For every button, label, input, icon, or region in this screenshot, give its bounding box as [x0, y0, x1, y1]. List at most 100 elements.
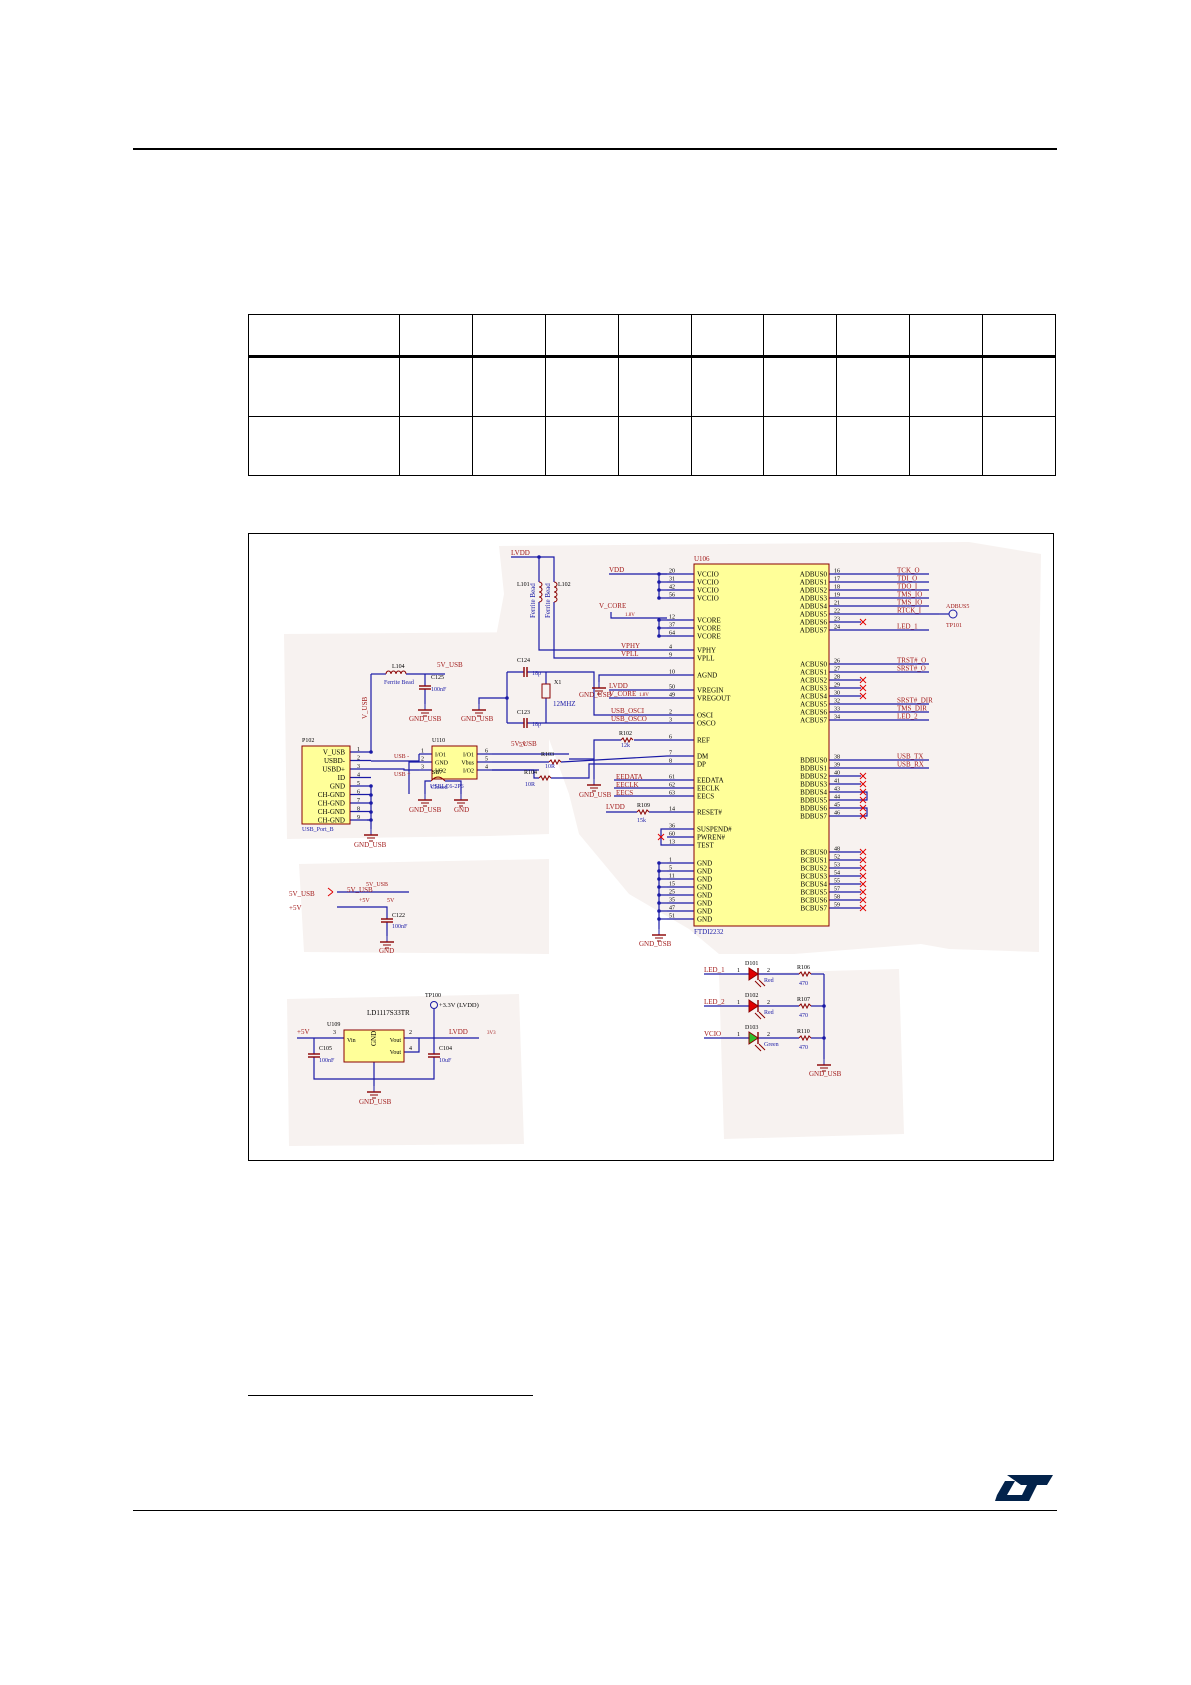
ferrite-bead [553, 596, 558, 603]
pin-number: 2 [357, 756, 360, 762]
st-logo [995, 1475, 1053, 1501]
wire [553, 602, 667, 659]
pin-name: BDBUS6 [800, 805, 827, 813]
net-label: USB_TX [897, 753, 923, 761]
power-label: LVDD [609, 682, 628, 690]
pin-name: GND [697, 916, 712, 924]
pin-number: 4 [357, 773, 360, 779]
junction-dot [369, 793, 373, 797]
pin-name: BCBUS2 [801, 865, 828, 873]
refdes-r103: R103 [541, 752, 554, 758]
table-cell [763, 314, 838, 358]
pin-number: 1 [669, 858, 672, 864]
led-symbol [748, 1031, 759, 1045]
table-cell [982, 356, 1056, 417]
pin-number: 28 [834, 675, 840, 681]
power-label: +5V [289, 904, 302, 912]
pin-number: 14 [669, 807, 675, 813]
part-value: 18p [532, 671, 541, 677]
ferrite-bead [538, 596, 543, 603]
junction-dot [657, 618, 661, 622]
pin-name: Vout [390, 1038, 402, 1044]
pin-number: 44 [834, 795, 840, 801]
table-cell [763, 356, 838, 417]
junction-dot [657, 877, 661, 881]
part-value: Red [764, 1010, 774, 1016]
pin-number: 17 [834, 577, 840, 583]
part-value: Closed [431, 785, 448, 791]
pin-number: 2 [669, 710, 672, 716]
refdes-c123: C123 [517, 710, 530, 716]
table-row [248, 356, 1056, 417]
ground-label: GND_USB [409, 715, 442, 723]
net-label: TRST#_O [897, 657, 926, 665]
table-cell [248, 356, 400, 417]
power-label: +5V [359, 898, 370, 904]
pin-number: 3 [357, 764, 360, 770]
pin-number: 55 [834, 879, 840, 885]
pin-name: USBD- [324, 757, 346, 765]
no-connect-mark [859, 904, 867, 912]
pin-name: SUSPEND# [697, 826, 732, 834]
pin-number: 3 [669, 718, 672, 724]
ground-label: GND [454, 806, 469, 814]
no-connect-mark [859, 888, 867, 896]
table-row [248, 416, 1056, 476]
ferrite-bead [400, 670, 407, 675]
net-label: VPLL [621, 650, 639, 658]
no-connect-mark [859, 812, 867, 820]
pin-number: 7 [357, 798, 360, 804]
refdes-u106: U106 [694, 555, 710, 563]
pin-name: VCCIO [697, 595, 719, 603]
junction-dot [822, 1004, 826, 1008]
wire [371, 754, 420, 762]
pin-name: DM [697, 753, 709, 761]
resistor-symbol [548, 758, 562, 766]
led-symbol [758, 979, 766, 987]
wire [593, 739, 621, 749]
pin-number: 6 [357, 790, 360, 796]
power-label: 5V_USB [437, 661, 463, 669]
no-connect-mark [859, 804, 867, 812]
net-label: USB - [394, 754, 409, 760]
part-value: 10R [525, 782, 535, 788]
wire [533, 770, 539, 779]
refdes-r104: R104 [524, 770, 537, 776]
no-connect-mark [859, 796, 867, 804]
pin-number: 56 [669, 593, 675, 599]
resistor-symbol [798, 1002, 812, 1010]
power-label: 5V [387, 898, 395, 904]
junction-dot [657, 909, 661, 913]
pin-name: Vin [347, 1038, 356, 1044]
pin-name: BCBUS3 [801, 873, 828, 881]
wire [371, 768, 419, 771]
crystal-x1 [541, 683, 551, 699]
junction-dot [657, 626, 661, 630]
no-connect-mark [859, 618, 867, 626]
ground-label: GND_USB [461, 715, 494, 723]
pin-name: VCCIO [697, 571, 719, 579]
wire [478, 697, 507, 704]
pin-name: Vbus [461, 761, 474, 767]
net-label: TDI_O [897, 575, 917, 583]
refdes-c122: C122 [392, 913, 405, 919]
refdes-resistor: R110 [797, 1029, 810, 1035]
pin-name: ACBUS3 [800, 685, 827, 693]
part-value: 100nF [319, 1058, 335, 1064]
footnote-rule [248, 1395, 533, 1396]
pin-number: 30 [834, 691, 840, 697]
pin-number: 13 [669, 840, 675, 846]
pin-name: GND [370, 1031, 378, 1046]
pin-name: ADBUS1 [800, 579, 828, 587]
led-symbol [754, 980, 762, 988]
wire [560, 755, 668, 763]
footer-rule [133, 1510, 1057, 1511]
pin-name: CH-GND [318, 800, 345, 808]
resistor-symbol [798, 1034, 812, 1042]
ic-body-u110 [431, 745, 478, 780]
net-label: LED_2 [897, 713, 918, 721]
power-value: 1.8V [625, 613, 635, 618]
table-cell [690, 314, 765, 358]
